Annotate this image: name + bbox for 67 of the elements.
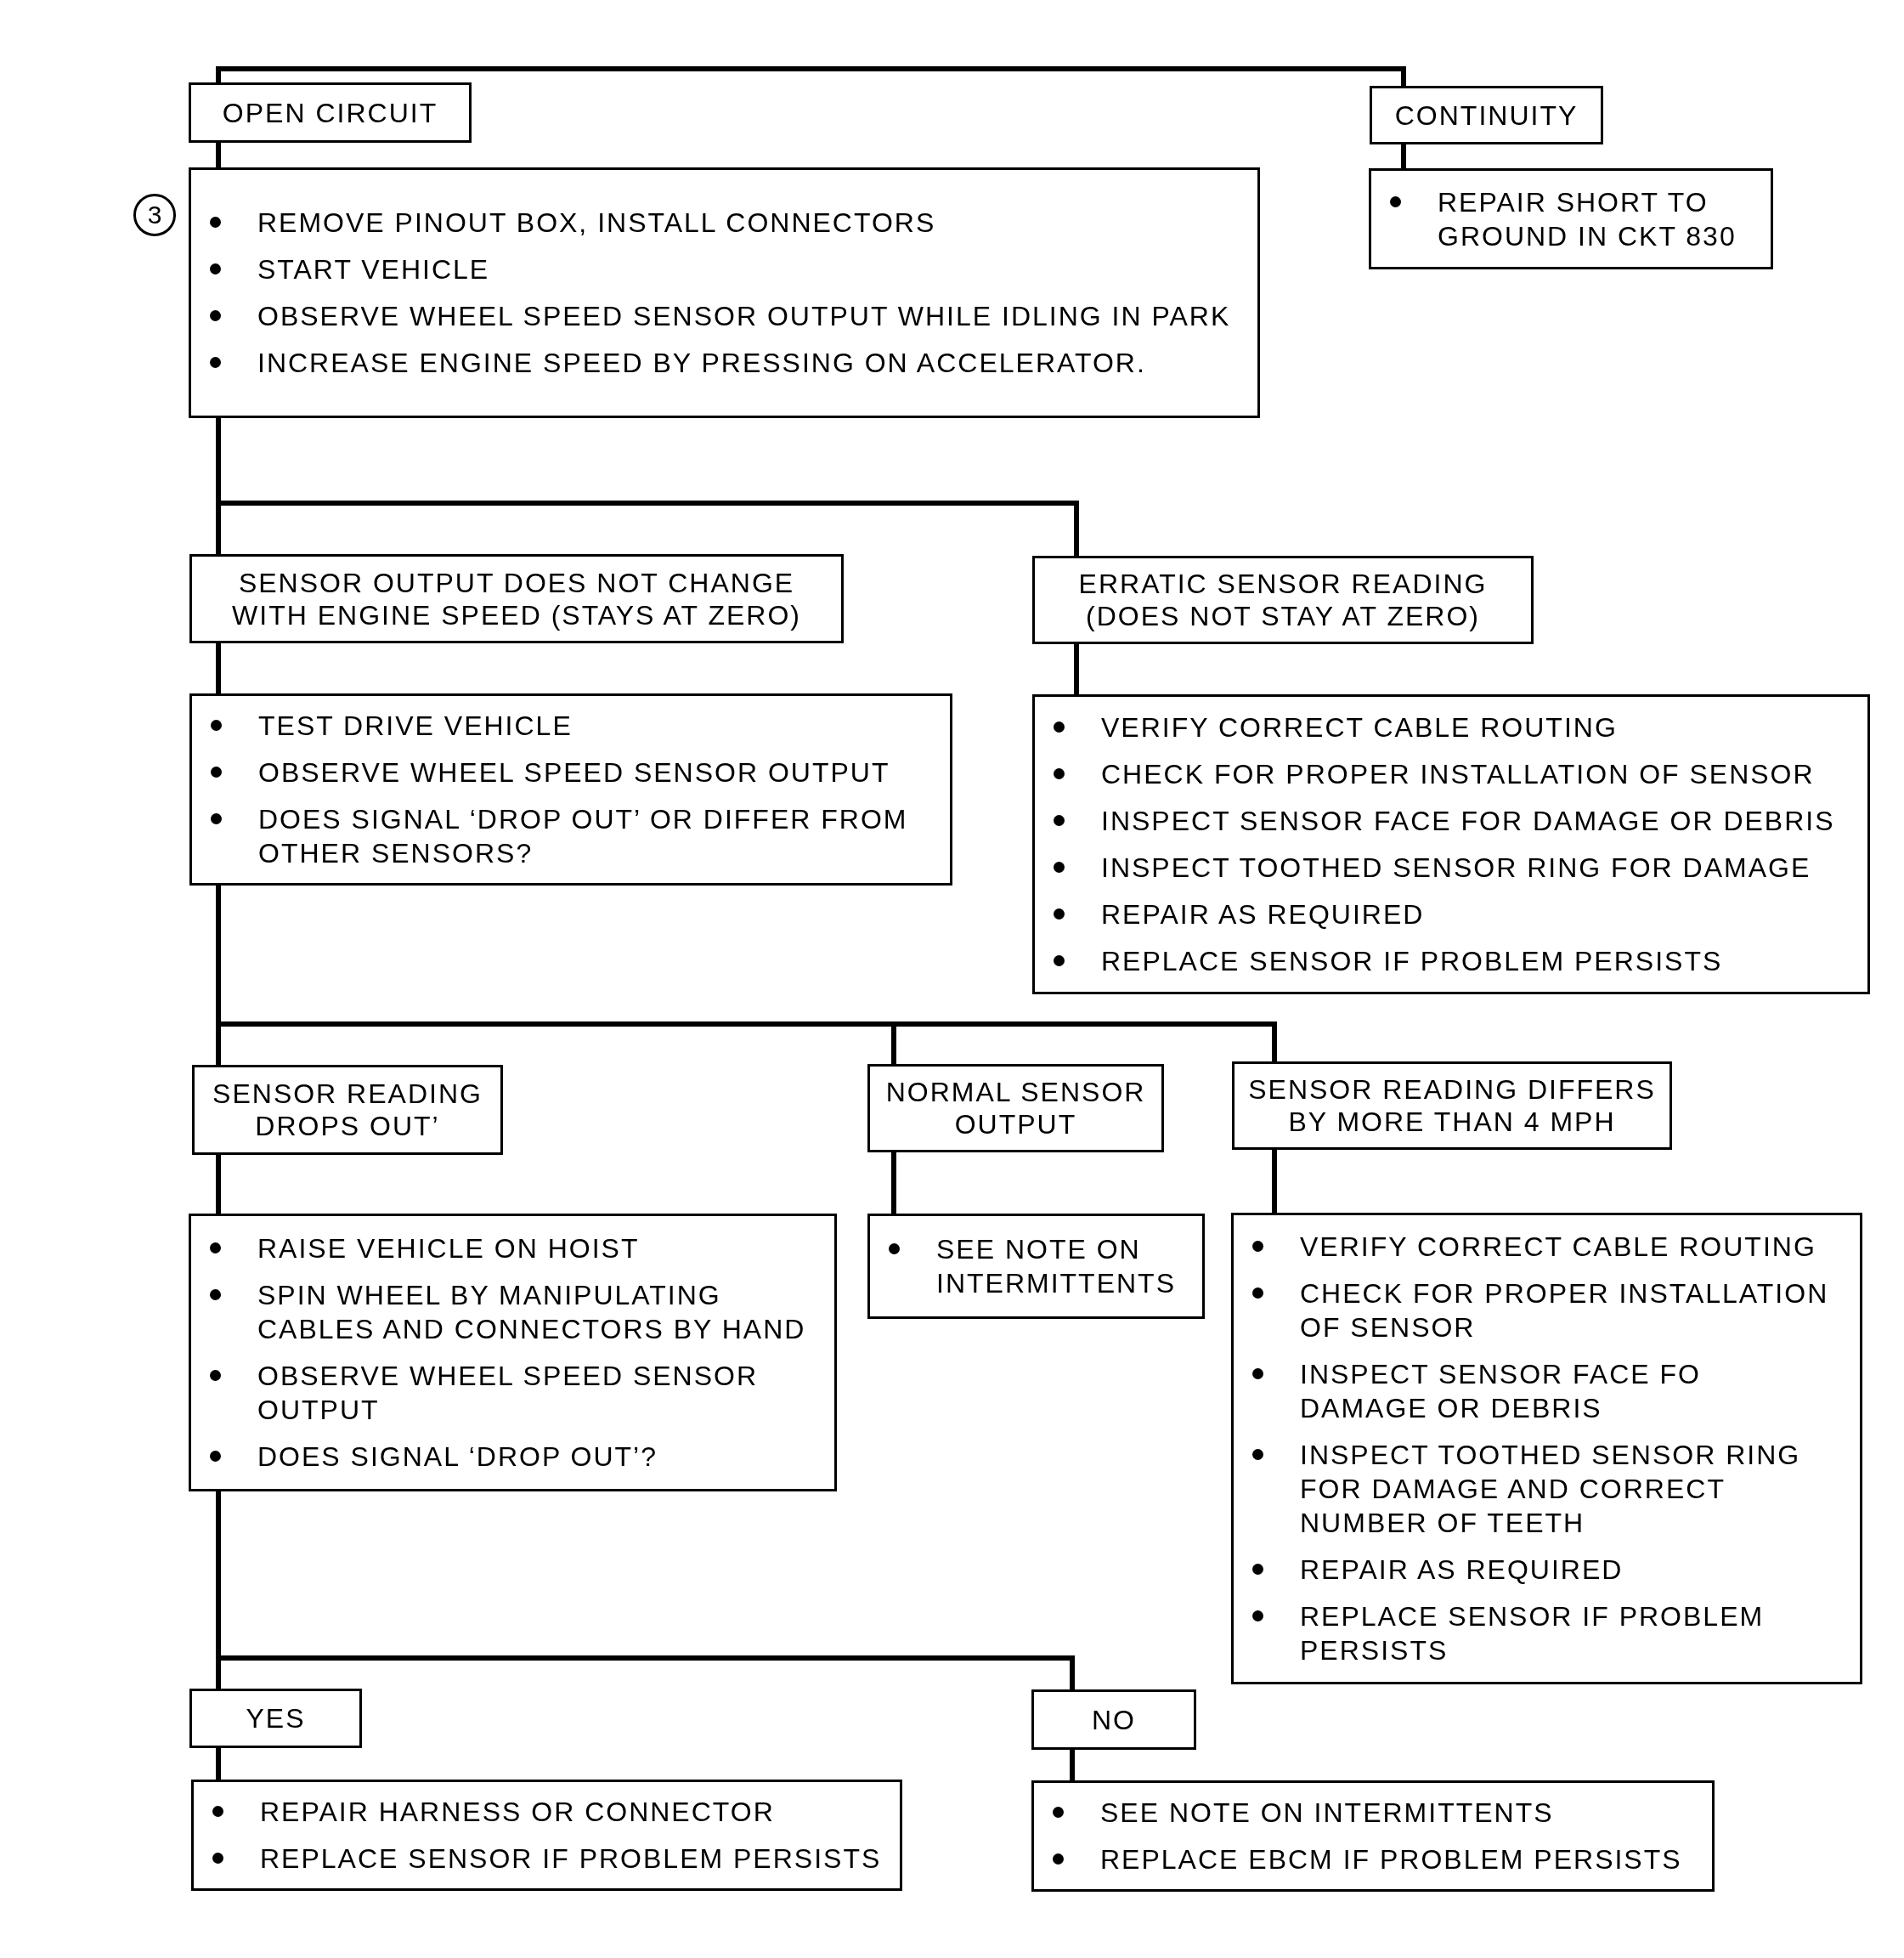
step-text: CHECK FOR PROPER INSTALLATION OF SENSOR <box>1101 759 1815 789</box>
step-text: REPAIR AS REQUIRED <box>1101 899 1425 930</box>
condition-box <box>189 554 844 643</box>
connector-line <box>216 1748 221 1780</box>
condition-text: NO <box>1092 1703 1136 1736</box>
step-text: VERIFY CORRECT CABLE ROUTING <box>1101 712 1618 743</box>
condition-text: OPEN CIRCUIT <box>222 96 438 129</box>
condition-text: ERRATIC SENSOR READING (DOES NOT STAY AT ZERO) <box>1077 568 1489 632</box>
step-box <box>1231 1213 1862 1684</box>
step-text: REPAIR HARNESS OR CONNECTOR <box>260 1797 775 1827</box>
condition-box <box>1232 1061 1672 1150</box>
step-text: INCREASE ENGINE SPEED BY PRESSING ON ACCELERATOR. <box>257 348 1146 378</box>
condition-box <box>189 82 472 143</box>
condition-text: CONTINUITY <box>1394 99 1579 132</box>
step-text: SPIN WHEEL BY MANIPULATING CABLES AND CONNECTORS BY HAND <box>257 1280 806 1344</box>
callout-number: 3 <box>133 194 176 236</box>
step-box <box>189 693 952 886</box>
step-box <box>189 167 1260 418</box>
condition-text: SENSOR OUTPUT DOES NOT CHANGE WITH ENGINE SPEED (STAYS AT ZERO) <box>231 566 802 631</box>
step-text: RAISE VEHICLE ON HOIST <box>257 1233 640 1264</box>
step-text: REPAIR SHORT TO GROUND IN CKT 830 <box>1438 186 1737 252</box>
connector-line <box>891 1152 896 1214</box>
step-box <box>189 1214 837 1491</box>
connector-line <box>216 1155 221 1214</box>
step-text: REPLACE EBCM IF PROBLEM PERSISTS <box>1100 1844 1682 1875</box>
condition-box <box>1032 556 1534 644</box>
step-box <box>867 1214 1205 1319</box>
condition-box <box>192 1065 503 1155</box>
connector-line <box>1401 144 1406 168</box>
step-text: INSPECT SENSOR FACE FO DAMAGE OR DEBRIS <box>1300 1359 1701 1423</box>
connector-line <box>216 143 221 167</box>
step-box <box>1031 1780 1715 1892</box>
step-text: REPLACE SENSOR IF PROBLEM PERSISTS <box>1101 946 1723 976</box>
condition-text: SENSOR READING DIFFERS BY MORE THAN 4 MPH <box>1247 1073 1657 1138</box>
condition-text: SENSOR READING DROPS OUT’ <box>212 1078 483 1142</box>
step-text: DOES SIGNAL ‘DROP OUT’? <box>257 1441 658 1472</box>
step-text: CHECK FOR PROPER INSTALLATION OF SENSOR <box>1300 1278 1829 1343</box>
step-text: SEE NOTE ON INTERMITTENTS <box>1100 1797 1554 1828</box>
step-text: REMOVE PINOUT BOX, INSTALL CONNECTORS <box>257 207 936 238</box>
step-box <box>1369 168 1773 269</box>
step-text: REPLACE SENSOR IF PROBLEM PERSISTS <box>260 1843 882 1874</box>
step-text: OBSERVE WHEEL SPEED SENSOR OUTPUT <box>257 1361 759 1425</box>
step-text: TEST DRIVE VEHICLE <box>258 710 573 741</box>
step-text: OBSERVE WHEEL SPEED SENSOR OUTPUT WHILE IDLING IN PARK <box>257 301 1231 331</box>
step-text: INSPECT TOOTHED SENSOR RING FOR DAMAGE <box>1101 852 1811 883</box>
step-text: REPAIR AS REQUIRED <box>1300 1554 1624 1585</box>
connector-line <box>216 643 221 693</box>
step-text: VERIFY CORRECT CABLE ROUTING <box>1300 1231 1816 1262</box>
step-text: DOES SIGNAL ‘DROP OUT’ OR DIFFER FROM OTHER SENSORS? <box>258 804 908 869</box>
connector-line <box>216 66 1406 86</box>
step-text: OBSERVE WHEEL SPEED SENSOR OUTPUT <box>258 757 890 788</box>
step-text: REPLACE SENSOR IF PROBLEM PERSISTS <box>1300 1601 1765 1666</box>
connector-line <box>1074 644 1079 694</box>
condition-box <box>1370 86 1603 144</box>
condition-box <box>867 1064 1164 1152</box>
condition-box <box>189 1689 362 1748</box>
condition-text: NORMAL SENSOR OUTPUT <box>884 1076 1147 1140</box>
connector-line <box>1272 1150 1277 1213</box>
step-box <box>1032 694 1870 994</box>
condition-box <box>1031 1689 1196 1750</box>
condition-text: YES <box>246 1702 306 1734</box>
step-text: INSPECT TOOTHED SENSOR RING FOR DAMAGE AND CORRECT NUMBER OF TEETH <box>1300 1440 1801 1538</box>
connector-line <box>1070 1750 1075 1780</box>
step-box <box>191 1780 902 1891</box>
step-text: INSPECT SENSOR FACE FOR DAMAGE OR DEBRIS <box>1101 806 1835 836</box>
step-text: SEE NOTE ON INTERMITTENTS <box>936 1234 1176 1299</box>
step-text: START VEHICLE <box>257 254 490 285</box>
